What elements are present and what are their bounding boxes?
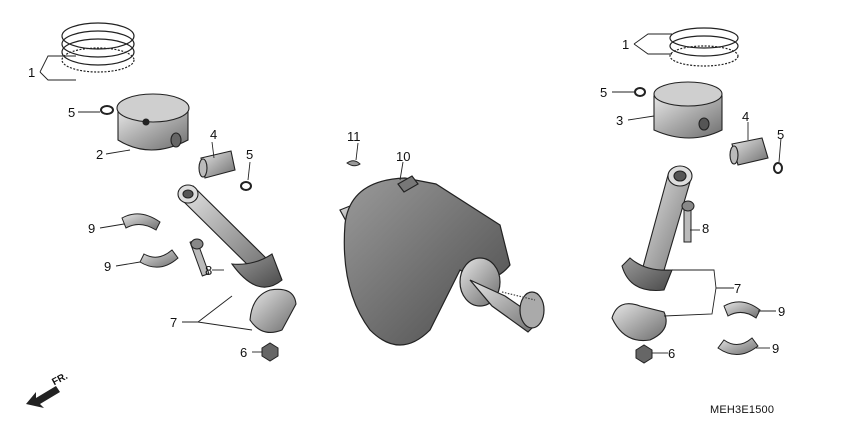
right-bearing-lower	[717, 337, 759, 355]
callout-piston-pin-left: 4	[210, 127, 218, 142]
left-piston-pin	[198, 150, 236, 179]
left-bearing-upper	[121, 213, 161, 231]
front-direction-arrow	[26, 386, 60, 408]
right-connecting-rod	[621, 165, 693, 292]
callout-circlip-right-upper: 5	[600, 85, 608, 100]
callout-nut-right: 6	[668, 346, 676, 361]
callout-rod-bolt-left: 8	[205, 263, 213, 278]
left-piston	[116, 93, 190, 151]
woodruff-key	[346, 160, 361, 167]
leader-lines	[39, 33, 782, 354]
callout-bearing-left-lower: 9	[104, 259, 112, 274]
right-circlip-upper	[634, 87, 646, 97]
callout-piston-left: 2	[96, 147, 104, 162]
callout-bearing-right-upper: 9	[778, 304, 786, 319]
left-nut	[261, 342, 279, 362]
left-circlip-upper	[100, 105, 114, 115]
left-rod-cap	[249, 288, 297, 333]
callout-crankshaft: 10	[396, 149, 411, 164]
callout-rod-bolt-right: 8	[702, 221, 710, 236]
right-rod-cap	[611, 303, 667, 342]
right-nut	[635, 344, 653, 364]
callout-connecting-rod-left: 7	[170, 315, 178, 330]
callout-piston-rings-left: 1	[28, 65, 36, 80]
callout-piston-right: 3	[616, 113, 624, 128]
callout-circlip-left-upper: 5	[68, 105, 76, 120]
left-bearing-lower	[139, 249, 179, 268]
right-bearing-upper	[723, 301, 761, 319]
callout-circlip-right-lower: 5	[777, 127, 785, 142]
diagram-code: MEH3E1500	[710, 404, 775, 416]
right-circlip-lower	[773, 162, 783, 174]
callout-bearing-right-lower: 9	[772, 341, 780, 356]
callout-piston-pin-right: 4	[742, 109, 750, 124]
crankshaft	[339, 175, 545, 346]
left-piston-rings	[61, 22, 135, 73]
callout-circlip-left-lower: 5	[246, 147, 254, 162]
left-circlip-lower	[240, 181, 252, 191]
callout-nut-left: 6	[240, 345, 248, 360]
right-piston	[653, 81, 723, 139]
left-rod-bolt	[189, 238, 210, 277]
callout-piston-rings-right: 1	[622, 37, 630, 52]
right-piston-pin	[729, 137, 769, 166]
callout-connecting-rod-right: 7	[734, 281, 742, 296]
right-piston-rings	[669, 27, 739, 67]
callout-bearing-left-upper: 9	[88, 221, 96, 236]
callout-woodruff-key: 11	[347, 129, 361, 144]
right-rod-bolt	[681, 200, 695, 243]
left-connecting-rod	[177, 184, 283, 288]
